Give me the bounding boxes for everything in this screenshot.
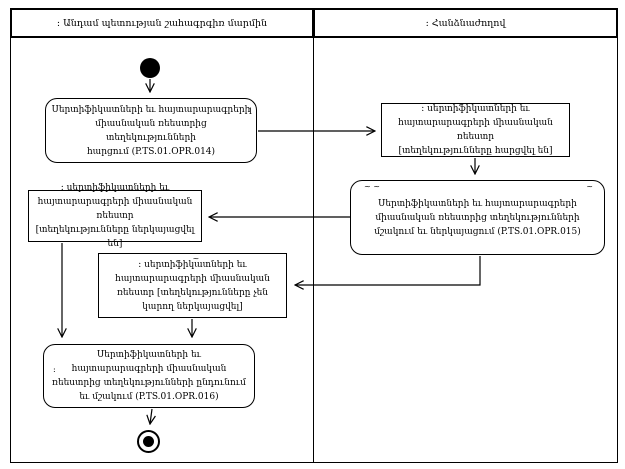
- swimlane-header-member-state: : Անդամ պետության շահագրգիռ մարմին: [10, 8, 314, 38]
- activity-receive-process-label: Սերտիֆիկատների եւ հայտարարագրերի միասնակ…: [52, 350, 246, 402]
- swimlane-header-commission: : Հանձնաժողով: [313, 8, 618, 38]
- final-node-dot: [143, 436, 154, 447]
- activity-receive-process: : Սերտիֆիկատների եւ հայտարարագրերի միասն…: [43, 344, 255, 408]
- object-registry-presented: : սերտիֆիկատների եւ հայտարարագրերի միասն…: [28, 183, 202, 249]
- annotation-process-present-right: ~: [586, 182, 593, 191]
- object-registry-presented-label: : սերտիֆիկատների եւ հայտարարագրերի միասն…: [35, 183, 195, 249]
- annotation-receive-process: :: [53, 365, 56, 374]
- annotation-cannot-present: ~: [192, 254, 200, 263]
- activity-process-present: ~ ~ ~ Սերտիֆիկատների եւ հայտարարագրերի մ…: [350, 180, 605, 255]
- activity-query-registry-label: Սերտիֆիկատների եւ հայտարարագրերի միասնակ…: [51, 104, 251, 157]
- swimlane-title-commission: : Հանձնաժողով: [425, 17, 506, 29]
- object-registry-queried-label: : սերտիֆիկատների եւ հայտարարագրերի միասն…: [398, 104, 553, 156]
- annotation-process-present-left: ~ ~: [364, 182, 380, 191]
- activity-process-present-label: Սերտիֆիկատների եւ հայտարարագրերի միասնակ…: [374, 198, 581, 237]
- object-registry-queried: : սերտիֆիկատների եւ հայտարարագրերի միասն…: [381, 103, 570, 157]
- object-registry-cannot-present-label: : սերտիֆիկատների եւ հայտարարագրերի միասն…: [115, 259, 270, 312]
- object-registry-cannot-present: ~ : սերտիֆիկատների եւ հայտարարագրերի միա…: [98, 253, 287, 318]
- annotation-query-registry: 1: [247, 107, 253, 116]
- initial-node: [140, 58, 160, 78]
- swimlane-title-member-state: : Անդամ պետության շահագրգիռ մարմին: [56, 17, 268, 29]
- final-node: [137, 430, 160, 453]
- activity-query-registry: 1 Սերտիֆիկատների եւ հայտարարագրերի միասն…: [45, 98, 257, 163]
